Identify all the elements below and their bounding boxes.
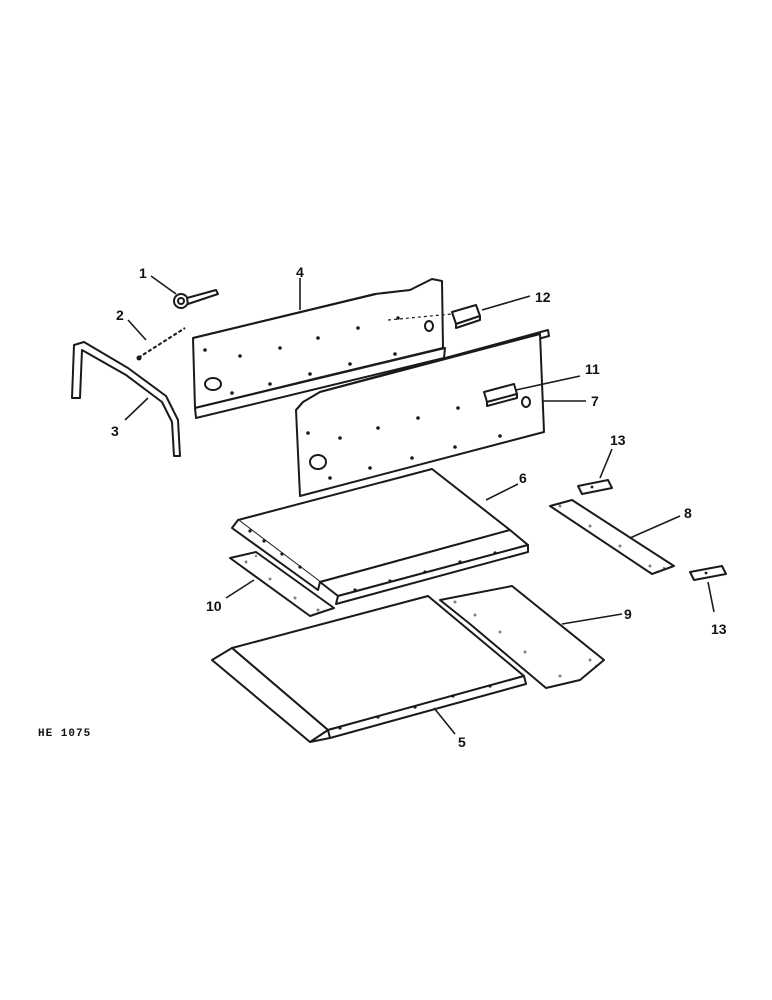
part-3-support-rod [71, 341, 181, 457]
part-5-lower-floor-plate [211, 595, 527, 743]
part-2-chain [136, 327, 186, 361]
part-6-upper-floor-plate [231, 468, 529, 605]
callout-6: 6 [519, 470, 527, 486]
callout-4: 4 [296, 264, 304, 280]
callout-13-upper: 13 [610, 432, 626, 448]
callout-11: 11 [585, 361, 600, 377]
callout-3: 3 [111, 423, 119, 439]
part-1-pin [173, 289, 219, 309]
part-13-clip-upper [577, 479, 613, 495]
part-8-strip [549, 499, 675, 575]
part-9-side-plate [439, 585, 605, 689]
leader-lines [124, 275, 715, 735]
part-4-upper-panel [192, 278, 446, 419]
callout-5: 5 [458, 734, 466, 750]
callout-9: 9 [624, 606, 632, 622]
part-13-clip-lower [689, 565, 727, 581]
part-11-bracket [483, 383, 518, 407]
callout-10: 10 [206, 598, 222, 614]
callout-13-lower: 13 [711, 621, 727, 637]
callout-7: 7 [591, 393, 599, 409]
part-10-plate [229, 551, 335, 617]
callout-12: 12 [535, 289, 551, 305]
callout-1: 1 [139, 265, 147, 281]
part-12-bracket [387, 304, 481, 329]
callout-2: 2 [116, 307, 124, 323]
figure-code: HE 1075 [38, 728, 91, 740]
callout-8: 8 [684, 505, 692, 521]
part-7-lower-panel [295, 329, 550, 497]
callout-labels: 1 2 3 4 12 11 7 13 6 8 10 9 13 5 [111, 264, 727, 750]
